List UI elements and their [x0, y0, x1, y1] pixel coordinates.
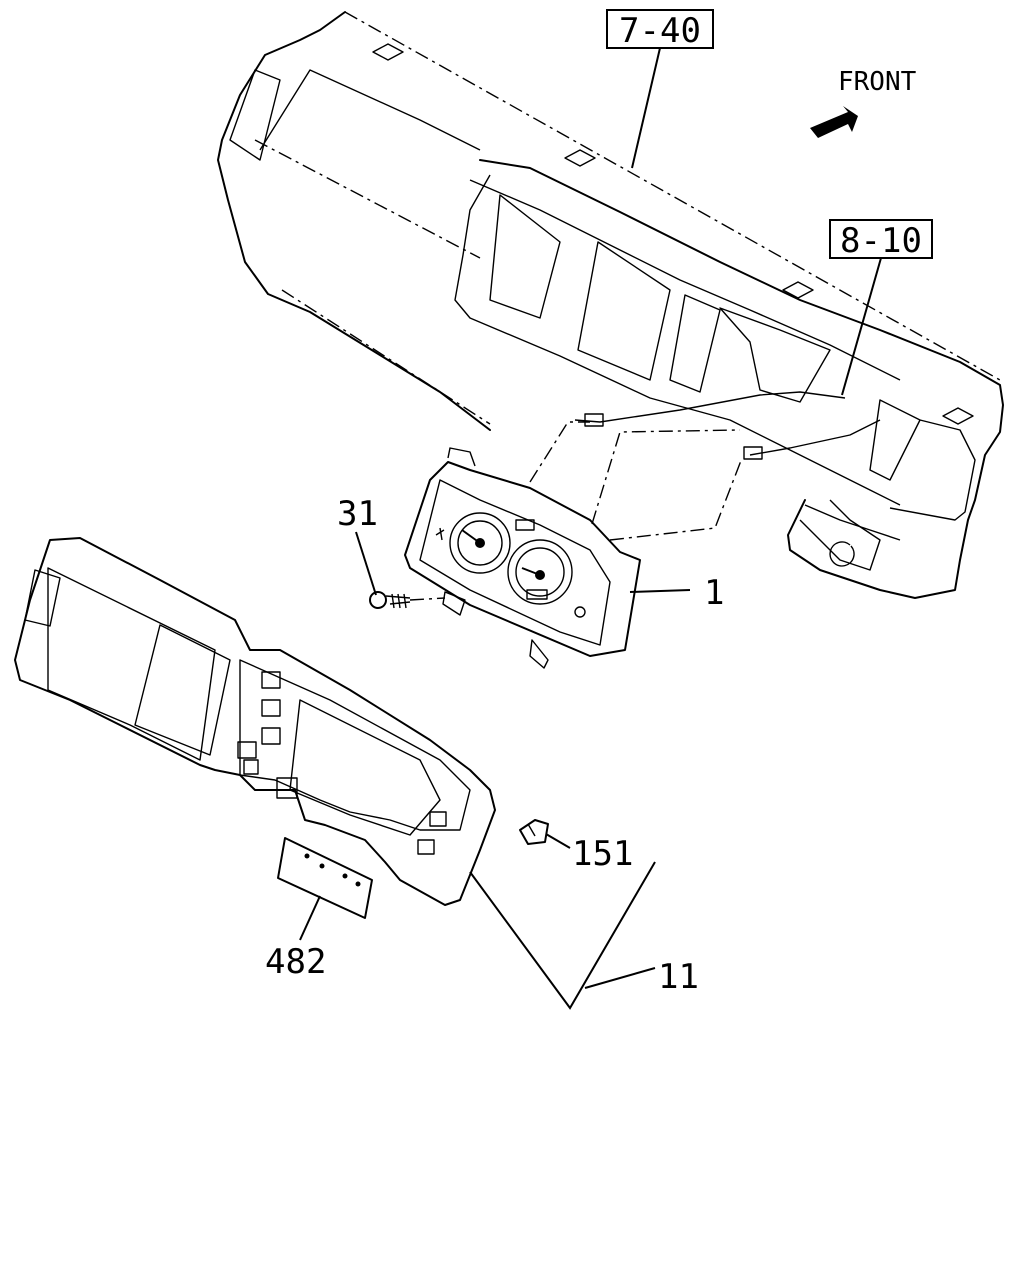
- leader-1: [629, 589, 691, 593]
- screw[interactable]: [369, 591, 411, 609]
- leader-482: [299, 895, 321, 941]
- clip[interactable]: [519, 819, 549, 845]
- callout-482: 482: [265, 942, 326, 982]
- front-arrow-icon: [810, 106, 858, 138]
- reference-8-10[interactable]: 8-10: [829, 219, 933, 261]
- callout-151: 151: [572, 834, 633, 874]
- dashboard-panel: [217, 11, 1004, 599]
- cluster-bezel[interactable]: [14, 537, 496, 906]
- reference-8-10-text: 8-10: [840, 221, 922, 261]
- callout-31: 31: [337, 494, 378, 534]
- callout-1: 1: [704, 573, 724, 613]
- leader-7-40: [631, 47, 661, 169]
- leader-11: [469, 861, 656, 1010]
- front-label: FRONT: [838, 67, 917, 97]
- label-plate[interactable]: [277, 837, 373, 919]
- callout-11: 11: [658, 957, 699, 997]
- reference-7-40[interactable]: 7-40: [606, 9, 714, 51]
- leader-8-10: [841, 257, 882, 396]
- reference-7-40-text: 7-40: [619, 11, 701, 51]
- leader-31: [355, 531, 377, 596]
- leader-151: [545, 833, 571, 849]
- instrument-cluster[interactable]: [404, 447, 641, 669]
